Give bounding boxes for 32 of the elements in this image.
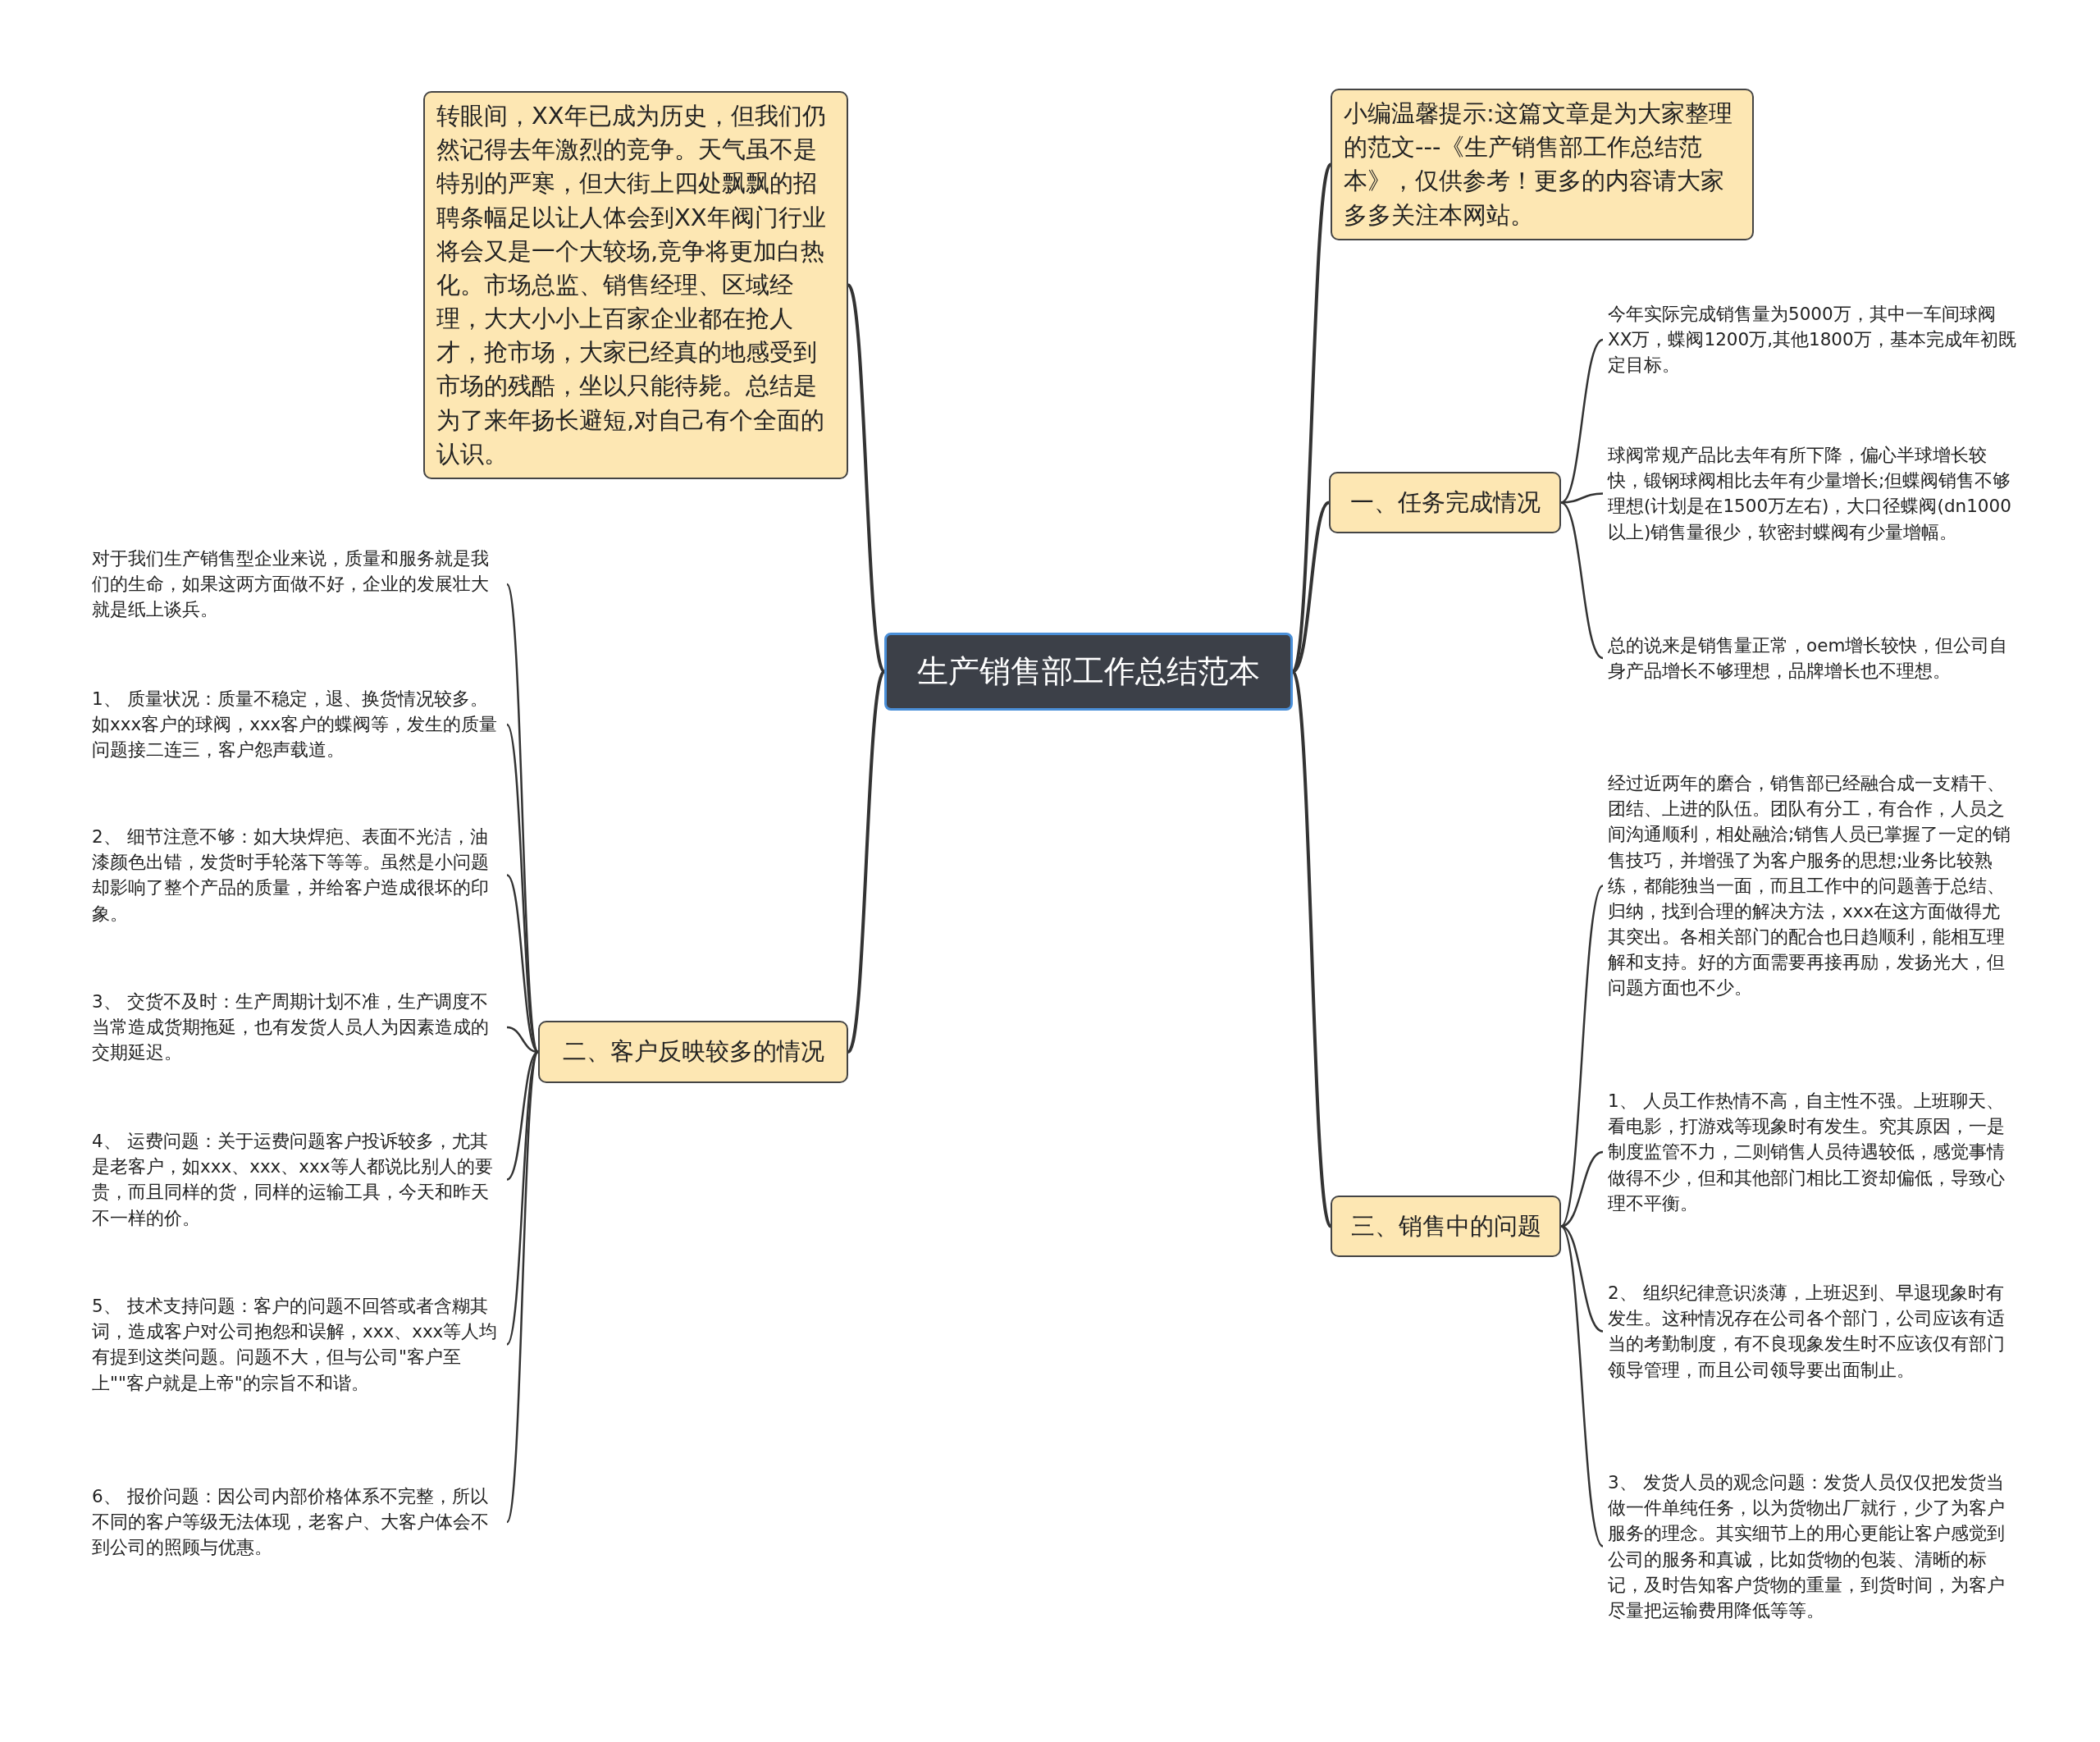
subtopic-text: 总的说来是销售量正常，oem增长较快，但公司自身产品增长不够理想，品牌增长也不理想。 [1608, 631, 2018, 686]
subtopic-text: 1、 质量状况：质量不稳定，退、换货情况较多。如xxx客户的球阀，xxx客户的蝶阀等，发生的质量问题接二连三，客户怨声载道。 [92, 684, 502, 765]
subtopic-text: 6、 报价问题：因公司内部价格体系不完整，所以不同的客户等级无法体现，老客户、大客户体会不到公司的照顾与优惠。 [92, 1482, 502, 1562]
connector [505, 724, 540, 1053]
subtopic-text: 今年实际完成销售量为5000万，其中一车间球阀XX万，蝶阀1200万,其他1800万，基本完成年初既定目标。 [1608, 299, 2018, 380]
subtopic-text: 3、 发货人员的观念问题：发货人员仅仅把发货当做一件单纯任务，以为货物出厂就行，少了为客户服务的理念。其实细节上的用心更能让客户感觉到公司的服务和真诚，比如货物的包装、清晰的标记，及时告知客户货物的重量，到货时间，为客户尽量把运输费用降低等等。 [1608, 1468, 2018, 1625]
connector [1560, 885, 1604, 1228]
connector [847, 670, 886, 1053]
subtopic-text: 5、 技术支持问题：客户的问题不回答或者含糊其词，造成客户对公司抱怨和误解，xxx、xxx等人均有提到这类问题。问题不大，但与公司"客户至上""客户就是上帝"的宗旨不和谐。 [92, 1292, 502, 1397]
subtopic-text: 球阀常规产品比去年有所下降，偏心半球增长较快，锻钢球阀相比去年有少量增长;但蝶阀销售不够理想(计划是在1500万左右)，大口径蝶阀(dn1000以上)销售量很少，软密封蝶阀有少量增幅。 [1608, 441, 2018, 546]
central-topic-box: 生产销售部工作总结范本 [884, 633, 1293, 711]
connector [847, 284, 886, 673]
subtopic-text: 3、 交货不及时：生产周期计划不准，生产调度不当常造成货期拖延，也有发货人员人为因素造成的交期延迟。 [92, 987, 502, 1068]
connector [1560, 1150, 1604, 1228]
subtopic-text: 2、 组织纪律意识淡薄，上班迟到、早退现象时有发生。这种情况存在公司各个部门，公司应该有适当的考勤制度，有不良现象发生时不应该仅有部门领导管理，而且公司领导要出面制止。 [1608, 1278, 2018, 1384]
connector [1560, 501, 1604, 660]
note-box: 小编温馨提示:这篇文章是为大家整理的范文---《生产销售部工作总结范本》，仅供参考！更多的内容请大家多多关注本网站。 [1331, 89, 1754, 240]
connector [1291, 670, 1332, 1228]
connector [1560, 1225, 1604, 1548]
connector [505, 1051, 540, 1523]
connector [506, 1026, 539, 1054]
topic-box: 二、客户反映较多的情况 [538, 1021, 848, 1083]
connector [505, 1051, 540, 1346]
subtopic-text: 经过近两年的磨合，销售部已经融合成一支精干、团结、上进的队伍。团队有分工，有合作，人员之间沟通顺利，相处融洽;销售人员已掌握了一定的销售技巧，并增强了为客户服务的思想;业务比较熟练，都能独当一面，而且工作中的问题善于总结、归纳，找到合理的解决方法，xxx在这方面做得尤其突出。各相关部门的配合也日趋顺利，能相互理解和支持。好的方面需要再接再励，发扬光大，但问题方面也不少。 [1608, 769, 2018, 1003]
topic-box: 三、销售中的问题 [1331, 1196, 1561, 1257]
subtopic-text: 4、 运费问题：关于运费问题客户投诉较多，尤其是老客户，如xxx、xxx、xxx等人都说比别人的要贵，而且同样的货，同样的运输工具，今天和昨天不一样的价。 [92, 1127, 502, 1232]
connector [1560, 338, 1604, 504]
topic-box: 一、任务完成情况 [1329, 472, 1561, 533]
subtopic-text: 对于我们生产销售型企业来说，质量和服务就是我们的生命，如果这两方面做不好，企业的发展壮大就是纸上谈兵。 [92, 544, 502, 624]
subtopic-text: 1、 人员工作热情不高，自主性不强。上班聊天、看电影，打游戏等现象时有发生。究其原因，一是制度监管不力，二则销售人员待遇较低，感觉事情做得不少，但和其他部门相比工资却偏低，导致心理不平衡。 [1608, 1086, 2018, 1218]
subtopic-text: 2、 细节注意不够：如大块焊疤、表面不光洁，油漆颜色出错，发货时手轮落下等等。虽然是小问题却影响了整个产品的质量，并给客户造成很坏的印象。 [92, 822, 502, 928]
note-box: 转眼间，XX年已成为历史，但我们仍然记得去年激烈的竞争。天气虽不是特别的严寒，但大街上四处飘飘的招聘条幅足以让人体会到XX年阀门行业将会又是一个大较场,竞争将更加白热化。市场总监、销售经理、区域经理，大大小小上百家企业都在抢人才，抢市场，大家已经真的地感受到市场的残酷，坐以只能待毙。总结是为了来年扬长避短,对自己有个全面的认识。 [423, 91, 848, 479]
